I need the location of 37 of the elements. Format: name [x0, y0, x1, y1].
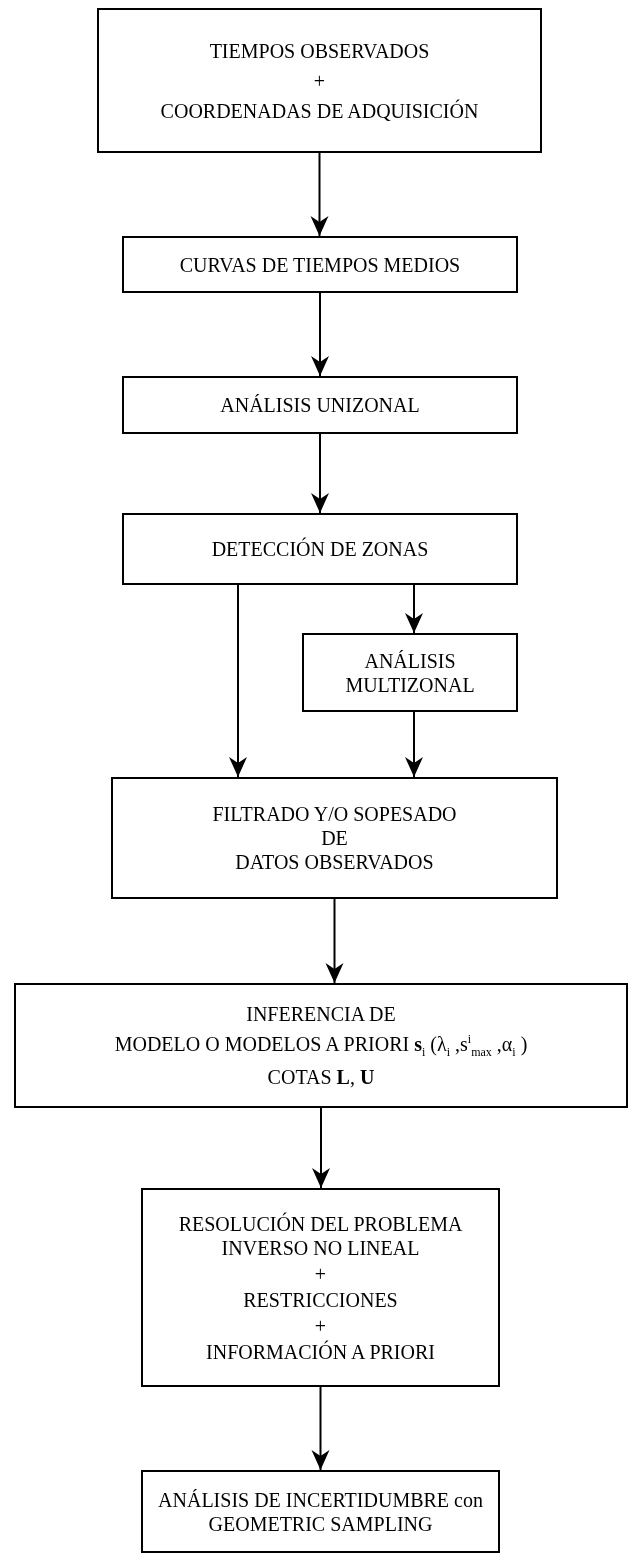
- box-text: DE: [321, 826, 348, 850]
- arrow: [311, 292, 329, 377]
- box-text: COTAS L, U: [267, 1065, 375, 1090]
- box-text: MODELO O MODELOS A PRIORI s$_{i}$ (λ$_{i}$ ,s$^{i}$$_{max}$ ,α$_{i}$ ): [114, 1031, 528, 1060]
- box-text: FILTRADO Y/O SOPESADO: [212, 802, 457, 826]
- box-text: COORDENADAS DE ADQUISICIÓN: [160, 98, 479, 123]
- process-box: [141, 1470, 500, 1553]
- box-text: RESTRICCIONES: [243, 1287, 398, 1312]
- process-box: [122, 236, 518, 293]
- arrow: [311, 1386, 330, 1471]
- box-text: INFERENCIA DE: [246, 1001, 396, 1026]
- box-text: INFORMACIÓN A PRIORI: [206, 1339, 435, 1364]
- box-text: ANÁLISIS DE INCERTIDUMBRE con GEOMETRIC SAMPLING: [157, 1487, 484, 1536]
- arrow: [325, 898, 344, 984]
- process-box: [122, 513, 518, 585]
- box-text: +: [314, 1261, 327, 1286]
- arrow: [312, 1107, 330, 1189]
- box-text: DATOS OBSERVADOS: [235, 850, 434, 874]
- box-text: CURVAS DE TIEMPOS MEDIOS: [179, 252, 461, 277]
- box-text: RESOLUCIÓN DEL PROBLEMA INVERSO NO LINEAL: [177, 1211, 464, 1260]
- box-text: +: [313, 68, 326, 93]
- process-box: [141, 1188, 500, 1387]
- box-text: ANÁLISIS MULTIZONAL: [344, 648, 476, 697]
- box-text: ANÁLISIS UNIZONAL: [220, 393, 420, 417]
- arrow: [405, 584, 423, 634]
- arrow: [311, 433, 329, 514]
- process-box: [111, 777, 558, 899]
- process-box: [122, 376, 518, 434]
- process-box: [97, 8, 542, 153]
- arrow: [405, 711, 423, 778]
- arrow: [229, 584, 247, 778]
- process-box: [14, 983, 628, 1108]
- arrow: [310, 152, 329, 237]
- process-box: [302, 633, 518, 712]
- box-text: TIEMPOS OBSERVADOS: [209, 38, 430, 63]
- box-text: DETECCIÓN DE ZONAS: [211, 537, 429, 561]
- box-text: +: [314, 1313, 327, 1338]
